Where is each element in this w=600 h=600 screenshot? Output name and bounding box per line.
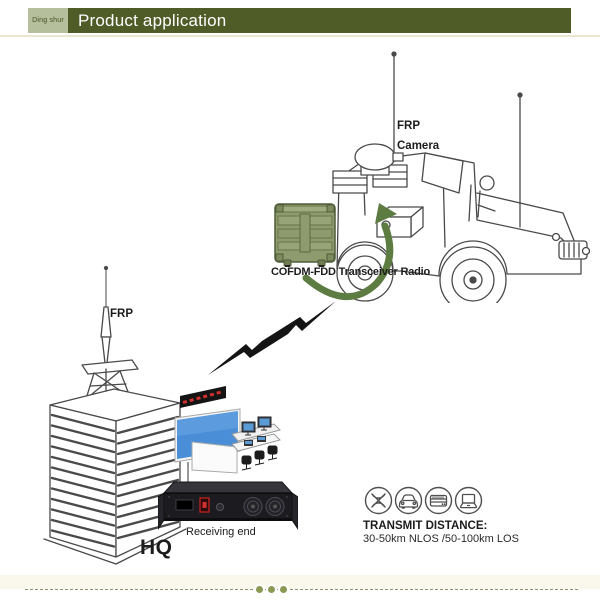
application-icons: [364, 486, 484, 515]
brand-badge: Ding shur: [28, 8, 68, 33]
operator-monitors: [241, 416, 272, 446]
grille-headlights: [551, 232, 591, 260]
header-underline: [0, 35, 600, 37]
receiver-unit: [158, 481, 298, 530]
transceiver-case: [274, 203, 336, 267]
vehicle-frp-label: FRP: [397, 120, 420, 132]
driver-figure: [468, 175, 496, 222]
page-title: Product application: [78, 11, 227, 30]
car-icon: [394, 486, 423, 515]
led-ticker: [180, 386, 226, 408]
front-wheel: [439, 246, 507, 303]
transmit-distance-detail: 30-50km NLOS /50-100km LOS: [363, 533, 519, 545]
footer-dot: [280, 586, 287, 593]
laptop-icon: [454, 486, 483, 515]
hq-building-illustration: [43, 265, 187, 565]
transceiver-label: COFDM-FDD Transceiver Radio: [271, 266, 431, 278]
windshield: [421, 152, 464, 194]
vehicle-antenna-front: [391, 51, 397, 166]
building-block: [43, 388, 187, 565]
footer-dashed-rule: [25, 589, 578, 590]
antenna-icon: [364, 486, 393, 515]
operator-chairs: [241, 445, 278, 471]
brand-badge-text: Ding shur: [32, 17, 64, 24]
install-arrow: [302, 203, 397, 300]
receiving-end-label: Receiving end: [186, 526, 256, 538]
footer-dot: [268, 586, 275, 593]
transmit-distance-title: TRANSMIT DISTANCE:: [363, 520, 488, 532]
footer-band: [0, 575, 600, 589]
footer-dot: [256, 586, 263, 593]
vehicle-illustration: [332, 51, 591, 303]
vehicle-camera-label: Camera: [397, 140, 440, 152]
section-title-bar: Product application: [68, 8, 571, 33]
vehicle-antenna-rear: [517, 92, 523, 228]
rack-icon: [424, 486, 453, 515]
building-frp-label: FRP: [110, 308, 133, 320]
console-desk: [191, 423, 281, 474]
hq-label: HQ: [140, 536, 173, 559]
footer-dots: [256, 586, 287, 593]
section-header: Ding shur Product application: [28, 8, 571, 33]
radio-link-bolt: [208, 301, 336, 375]
camera-dome: [354, 143, 404, 176]
rear-wheel: [336, 244, 394, 302]
control-room-illustration: [174, 386, 281, 482]
